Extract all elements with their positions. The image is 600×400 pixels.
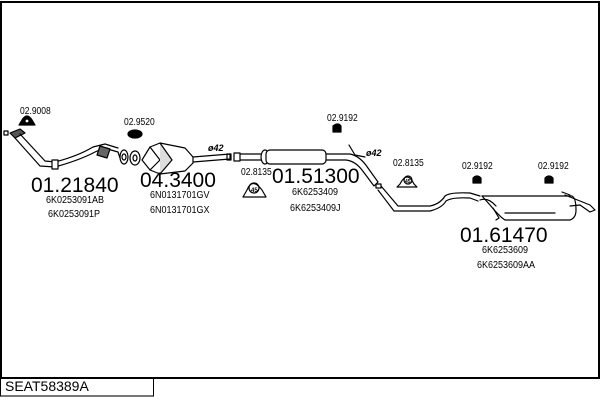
part-reference: 6N0131701GV bbox=[150, 190, 210, 201]
part-number[interactable]: 01.51300 bbox=[272, 165, 360, 188]
accessory-number[interactable]: 02.9192 bbox=[538, 161, 569, 172]
accessory-number[interactable]: 02.9192 bbox=[462, 161, 493, 172]
part-number[interactable]: 01.21840 bbox=[31, 174, 119, 197]
accessory-number[interactable]: 02.8135 bbox=[393, 158, 424, 169]
rubber-hanger-icon bbox=[472, 175, 482, 184]
clamp-icon bbox=[396, 175, 418, 188]
accessory-number[interactable]: 02.9192 bbox=[327, 113, 358, 124]
part-reference: 6K0253091AB bbox=[46, 195, 105, 206]
front-pipe-stud bbox=[3, 130, 9, 136]
clamp-icon bbox=[242, 182, 267, 198]
rubber-hanger-icon bbox=[544, 175, 554, 184]
middle-silencer-drawing[interactable] bbox=[239, 144, 379, 187]
part-reference: 6K6253609AA bbox=[477, 260, 536, 271]
accessory-number[interactable]: 02.8135 bbox=[241, 167, 272, 178]
diagram-code-label: SEAT58389A bbox=[0, 377, 154, 397]
rear-silencer-drawing[interactable] bbox=[375, 183, 596, 221]
part-number[interactable]: 01.61470 bbox=[460, 224, 548, 247]
part-reference: 6K6253409J bbox=[290, 203, 341, 214]
diameter-label: ø42 bbox=[208, 143, 224, 153]
diagram-frame bbox=[0, 1, 600, 379]
accessory-number[interactable]: 02.9520 bbox=[124, 117, 155, 128]
part-reference: 6K0253091P bbox=[48, 209, 101, 220]
rubber-hanger-icon bbox=[332, 123, 342, 133]
part-number[interactable]: 04.3400 bbox=[140, 169, 216, 192]
part-reference: 6K6253409 bbox=[292, 187, 339, 198]
gasket-icon bbox=[127, 129, 143, 139]
accessory-number[interactable]: 02.9008 bbox=[20, 106, 51, 117]
part-reference: 6N0131701GX bbox=[150, 205, 210, 216]
clamp-size-label: 45 bbox=[251, 188, 258, 194]
clamp-size-label: 45 bbox=[405, 179, 411, 185]
front-pipe-drawing[interactable] bbox=[3, 128, 129, 170]
catalytic-converter-drawing[interactable] bbox=[129, 142, 241, 175]
part-reference: 6K6253609 bbox=[482, 245, 529, 256]
diameter-label: ø42 bbox=[366, 148, 382, 158]
